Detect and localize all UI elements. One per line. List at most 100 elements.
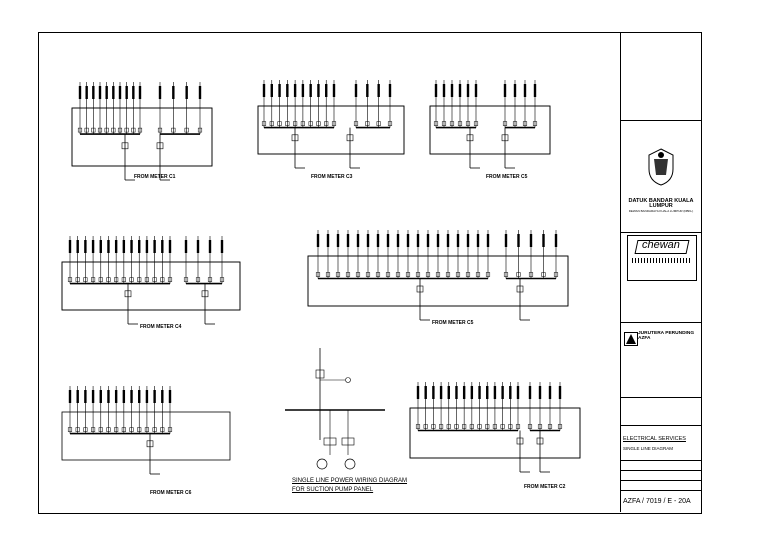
panel-box [61, 261, 241, 311]
circuit-label-block [220, 240, 224, 253]
circuit-label-block [336, 234, 340, 247]
circuit-label-block [476, 234, 480, 247]
section-divider [621, 425, 701, 427]
breaker-symbol [98, 427, 103, 432]
circuit-label-block [132, 86, 135, 99]
meter-label-c5b: FROM METER C5 [432, 320, 474, 326]
breaker-symbol [365, 272, 371, 277]
title-block: DATUK BANDAR KUALA LUMPUR DEWAN BANDARAY… [620, 32, 701, 512]
circuit-label-block [406, 234, 410, 247]
circuit-label-block [416, 234, 420, 247]
circuit-label-block [486, 234, 490, 247]
pump-caption-line1: SINGLE LINE POWER WIRING DIAGRAM [292, 478, 408, 484]
breaker-symbol [67, 277, 73, 282]
meter-label-c3: FROM METER C3 [311, 174, 353, 180]
breaker-symbol [441, 121, 447, 126]
breaker-symbol [395, 272, 401, 277]
circuit-label-block [92, 86, 95, 99]
breaker-symbol [114, 427, 119, 432]
breaker-symbol [152, 427, 157, 432]
breaker-symbol [325, 272, 331, 277]
circuit-label-block [91, 390, 95, 403]
panel-box [61, 261, 241, 311]
breaker-symbol [508, 424, 513, 429]
dbkl-crest-icon [646, 147, 676, 187]
circuit-label-block [446, 234, 450, 247]
breaker-symbol [219, 277, 225, 282]
circuit-label-block [125, 86, 128, 99]
circuit-label-block [456, 234, 460, 247]
panel-box [429, 105, 551, 155]
circuit-label-block [153, 390, 156, 403]
breaker-symbol [106, 277, 111, 282]
circuit-label-block [326, 234, 330, 247]
circuit-label-block [432, 386, 435, 399]
breaker-symbol [157, 127, 163, 133]
meter-label-c1: FROM METER C1 [134, 174, 176, 180]
breaker-symbol [547, 424, 553, 429]
breaker-symbol [473, 121, 479, 126]
circuit-label-block [503, 84, 507, 97]
breaker-symbol [98, 277, 103, 282]
consultant-logo-icon [624, 332, 638, 346]
circuit-label-block [98, 86, 102, 99]
circuit-label-block [68, 240, 72, 253]
breaker-symbol [465, 121, 471, 126]
circuit-label-block [509, 386, 512, 399]
circuit-label-block [558, 386, 562, 399]
circuit-label-block [474, 84, 478, 97]
breaker-symbol [308, 121, 313, 126]
circuit-label-block [99, 390, 102, 403]
circuit-label-block [130, 390, 133, 403]
breaker-symbol [293, 121, 298, 126]
circuit-label-block [356, 234, 360, 247]
circuit-label-block [528, 386, 532, 399]
circuit-label-block [377, 84, 380, 97]
breaker-symbol [197, 127, 203, 133]
panel-box [429, 105, 551, 155]
circuit-label-block [501, 386, 504, 399]
breaker-symbol [469, 424, 474, 429]
circuit-label-block [208, 240, 212, 253]
circuit-label-block [84, 240, 87, 253]
breaker-symbol [316, 121, 321, 126]
breaker-symbol [83, 427, 88, 432]
breaker-symbol [433, 121, 439, 126]
circuit-label-block [455, 386, 458, 399]
breaker-symbol [425, 272, 431, 277]
breaker-symbol [137, 127, 143, 133]
circuit-label-block [278, 84, 281, 97]
contractor-logo: chewan [627, 235, 697, 281]
breaker-symbol [541, 272, 546, 277]
circuit-label-block [542, 234, 545, 247]
circuit-label-block [76, 390, 79, 403]
breaker-symbol [91, 427, 96, 432]
circuit-label-block [172, 86, 175, 99]
circuit-label-block [396, 234, 400, 247]
circuit-label-block [554, 234, 558, 247]
breaker-symbol [477, 424, 482, 429]
circuit-label-block [293, 84, 297, 97]
breaker-symbol [345, 272, 351, 277]
circuit-label-block [122, 390, 126, 403]
circuit-label-block [91, 240, 95, 253]
circuit-label-block [513, 84, 517, 97]
breaker-symbol [335, 272, 341, 277]
circuit-label-block [145, 390, 149, 403]
authority-sub: DEWAN BANDARAYA KUALA LUMPUR (DBKL) [628, 209, 694, 213]
meter-label-c4: FROM METER C4 [140, 324, 182, 330]
breaker-symbol [557, 424, 563, 429]
breaker-symbol [439, 424, 444, 429]
circuit-label-block [450, 84, 454, 97]
circuit-label-block [68, 390, 72, 403]
breaker-symbol [160, 427, 165, 432]
breaker-symbol [75, 427, 80, 432]
breaker-symbol [207, 277, 213, 282]
circuit-label-block [439, 386, 443, 399]
breaker-symbol [129, 277, 134, 282]
circuit-label-block [78, 86, 82, 99]
breaker-symbol [515, 424, 521, 429]
meter-label-c5a: FROM METER C5 [486, 174, 528, 180]
circuit-label-block [424, 386, 427, 399]
circuit-label-block [493, 386, 497, 399]
